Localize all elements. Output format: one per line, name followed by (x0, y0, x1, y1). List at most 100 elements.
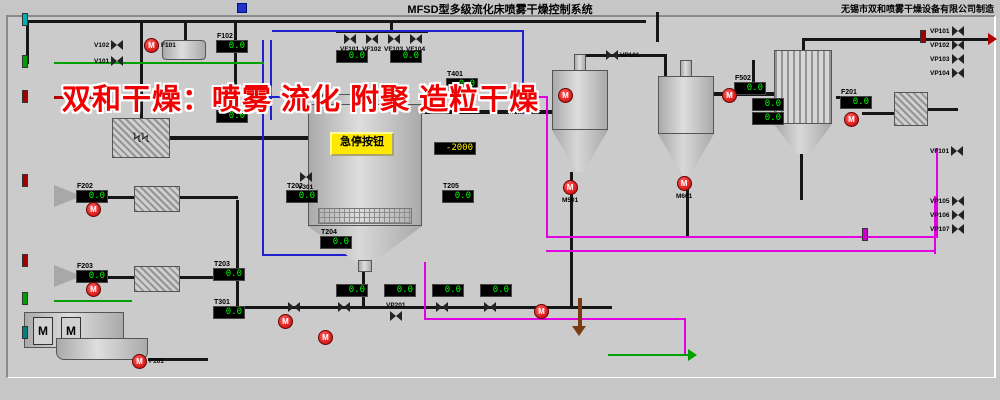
instrument-display: 0.0 (752, 98, 784, 111)
valve[interactable]: VP103 (930, 54, 964, 64)
valve-label: VP102 (930, 41, 950, 49)
pump-motor[interactable]: M M501 (562, 180, 578, 204)
valve[interactable]: VF101 (340, 34, 359, 53)
valve[interactable]: VP101 (930, 26, 964, 36)
valve-label: VP201 (386, 302, 406, 309)
pump-motor[interactable]: M (722, 88, 737, 103)
valve-icon[interactable] (299, 172, 312, 182)
valve-icon[interactable] (951, 224, 964, 234)
valve[interactable]: VP107 (930, 224, 964, 234)
valve[interactable]: VF102 (362, 34, 381, 53)
motor-icon[interactable]: M (676, 176, 692, 191)
valve-icon[interactable] (409, 34, 422, 44)
stream-tag (22, 326, 28, 339)
pipe (934, 196, 936, 254)
pipe (546, 250, 936, 252)
pipe (802, 38, 992, 41)
instrument-display: 0.0 (432, 284, 464, 297)
valve-icon[interactable] (951, 196, 964, 206)
instrument-display: T201 0.0 (216, 103, 248, 123)
valve-icon[interactable] (951, 40, 964, 50)
valve-icon[interactable] (111, 56, 124, 66)
valve[interactable] (288, 302, 300, 312)
instrument-tag: T204 (321, 229, 337, 236)
valve[interactable]: V101 (94, 56, 124, 66)
motor-icon[interactable]: M (558, 88, 573, 103)
motor-icon[interactable]: M (562, 180, 578, 195)
valve-icon[interactable] (606, 50, 618, 60)
valve[interactable]: VP105 (930, 196, 964, 206)
valve-icon[interactable] (338, 302, 350, 312)
pump-motor[interactable]: M (318, 330, 333, 345)
pipe (262, 254, 362, 256)
drain-arrow-icon (688, 349, 697, 361)
instrument-tag: F202 (77, 183, 93, 190)
valve[interactable] (436, 302, 448, 312)
valve-icon[interactable] (365, 34, 378, 44)
valve[interactable]: VP102 (930, 40, 964, 50)
pipe (684, 318, 686, 356)
stream-tag (862, 228, 868, 241)
valve[interactable]: VP201 (386, 302, 406, 321)
instrument-value: 0.0 (402, 51, 419, 61)
motor-icon[interactable]: M (534, 304, 549, 319)
valve-icon[interactable] (436, 302, 448, 312)
valve[interactable]: VP104 (930, 68, 964, 78)
motor-icon[interactable]: M (86, 202, 101, 217)
instrument-tag: T201 (217, 103, 233, 110)
motor-icon[interactable]: M (318, 330, 333, 345)
pipe (168, 136, 308, 140)
valve-icon[interactable] (343, 34, 356, 44)
valve[interactable]: VP106 (930, 210, 964, 220)
pump-label: M501 (562, 197, 579, 204)
instrument-value: 0.0 (746, 83, 763, 93)
pipe (752, 60, 755, 96)
pump-motor[interactable]: M (844, 112, 859, 127)
pump-motor[interactable]: M (558, 88, 573, 103)
valve-icon[interactable] (111, 40, 124, 50)
pump-motor[interactable]: M (86, 202, 101, 217)
valve[interactable] (484, 302, 496, 312)
motor-icon[interactable]: M (722, 88, 737, 103)
pump-motor[interactable]: M (278, 314, 293, 329)
emergency-stop-button[interactable]: 急停按钮 (330, 132, 394, 156)
instrument-value: 0.0 (228, 111, 245, 121)
valve[interactable]: VF101 (930, 146, 964, 156)
valve[interactable] (338, 302, 350, 312)
instrument-display: 0.0 (390, 50, 422, 63)
product-arrow-icon (572, 326, 586, 336)
pump-motor[interactable]: M (86, 282, 101, 297)
pump-motor[interactable]: M (534, 304, 549, 319)
motor-icon[interactable]: M (844, 112, 859, 127)
valve-icon[interactable] (387, 34, 400, 44)
pump-motor[interactable]: M F101 (132, 354, 164, 369)
valve-icon[interactable] (951, 54, 964, 64)
valve-icon[interactable] (951, 26, 964, 36)
valve-icon[interactable] (484, 302, 496, 312)
motor-icon[interactable]: M (278, 314, 293, 329)
valve-icon[interactable] (951, 210, 964, 220)
pipe (272, 30, 524, 32)
pump-motor[interactable]: M M601 (676, 176, 692, 200)
motor-icon[interactable]: M (132, 354, 147, 369)
valve-icon[interactable] (951, 146, 964, 156)
valve[interactable]: VF104 (406, 34, 425, 53)
valve[interactable]: VF103 (384, 34, 403, 53)
pump-motor[interactable]: M F101 (144, 38, 176, 53)
valve-label: VP101 (620, 51, 640, 59)
valve[interactable]: V102 (94, 40, 124, 50)
pipe (140, 22, 143, 120)
valve[interactable]: V301 (298, 172, 313, 191)
valve-label: V301 (298, 184, 314, 191)
instrument-display: F201 0.0 (840, 89, 872, 109)
motor-icon[interactable]: M (144, 38, 159, 53)
motor-unit: M (33, 317, 53, 345)
valve-icon[interactable] (288, 302, 300, 312)
product-line (578, 298, 582, 326)
watermark-text: 双和干燥：喷雾 流化 附聚 造粒干燥 (62, 84, 540, 116)
valve-icon[interactable] (389, 311, 402, 321)
valve[interactable]: VP101 (606, 50, 640, 60)
motor-icon[interactable]: M (86, 282, 101, 297)
valve-icon[interactable] (951, 68, 964, 78)
